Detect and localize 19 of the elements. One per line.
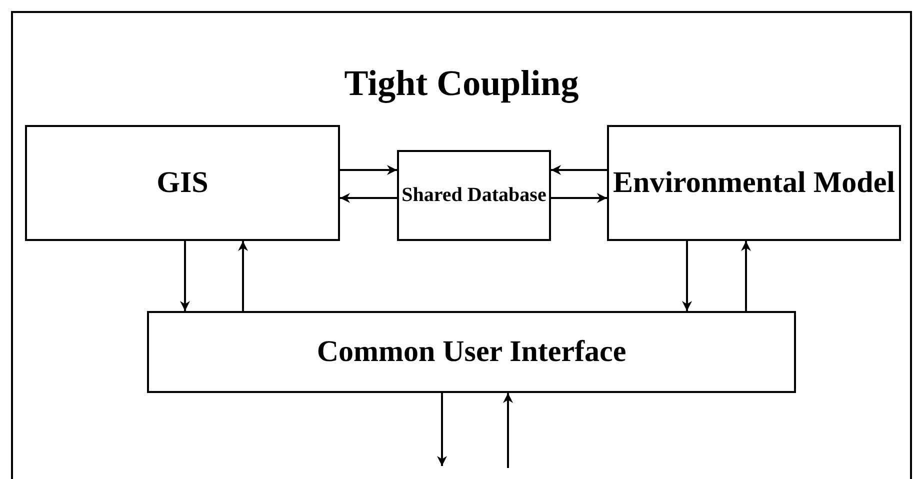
process-box <box>607 125 901 241</box>
arrow <box>682 241 692 311</box>
arrow <box>340 165 397 175</box>
box-label: GIS <box>156 165 208 202</box>
process-box <box>25 125 340 241</box>
arrow <box>741 241 751 311</box>
arrow <box>437 393 447 466</box>
box-label: Common User Interface <box>316 334 626 370</box>
arrow <box>180 241 190 311</box>
box-label: Shared Database <box>402 183 546 208</box>
arrow <box>238 241 248 311</box>
box-label: Environmental Model <box>613 165 895 202</box>
process-box <box>397 150 551 241</box>
arrow <box>551 193 607 203</box>
process-box <box>147 311 796 393</box>
arrow <box>551 165 607 175</box>
diagram-title: Tight Coupling <box>343 62 580 104</box>
arrow <box>340 193 397 203</box>
arrow <box>503 393 513 468</box>
